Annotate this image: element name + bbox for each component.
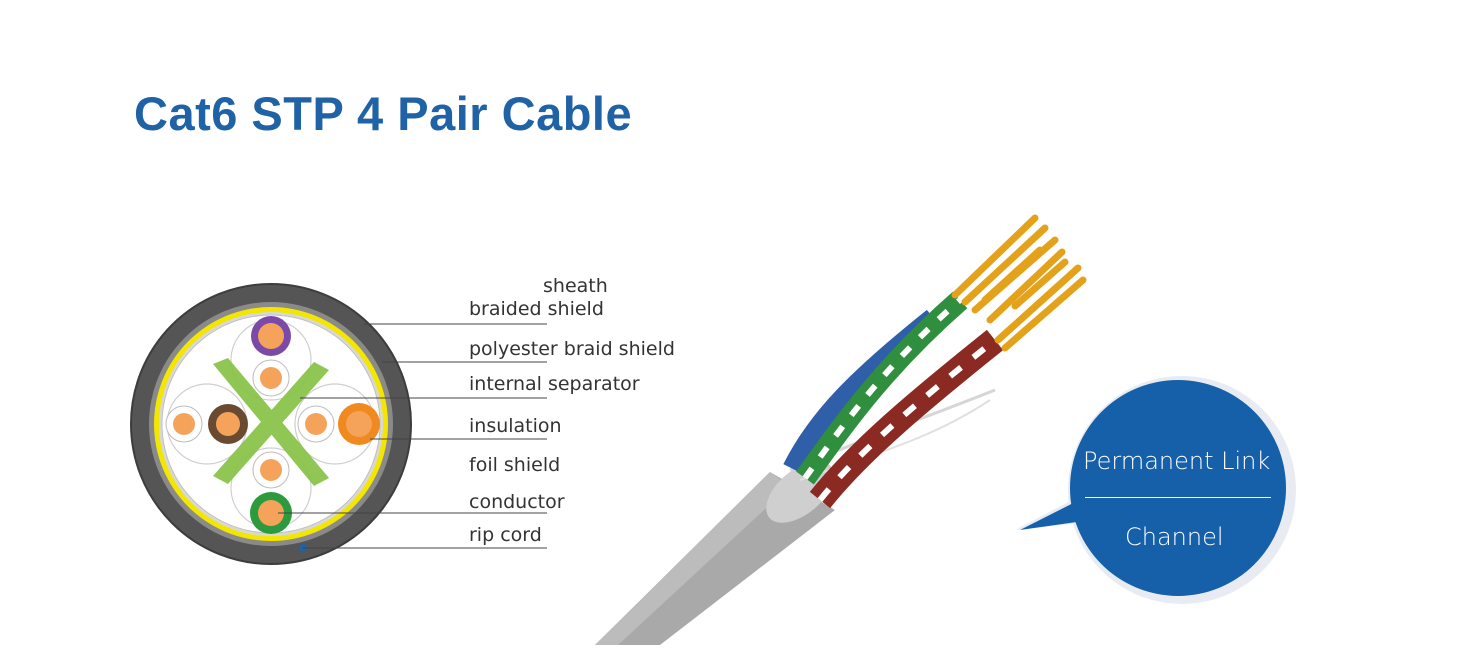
label-foil-shield: foil shield bbox=[469, 454, 561, 476]
label-internal-separator: internal separator bbox=[469, 373, 640, 395]
link-bubble bbox=[1015, 376, 1296, 604]
bubble-label-permanent-link: Permanent Link bbox=[1083, 447, 1271, 475]
label-conductor: conductor bbox=[469, 491, 565, 513]
internal-separator bbox=[213, 358, 329, 486]
cable-illustration bbox=[595, 214, 1087, 645]
label-rip-cord: rip cord bbox=[469, 524, 542, 546]
page-title: Cat6 STP 4 Pair Cable bbox=[134, 87, 633, 140]
label-sheath: sheath bbox=[543, 275, 608, 297]
label-insulation: insulation bbox=[469, 415, 562, 437]
bubble-label-channel: Channel bbox=[1125, 523, 1224, 551]
label-polyester-braid-shield: polyester braid shield bbox=[469, 338, 675, 360]
label-braided-shield: braided shield bbox=[469, 298, 604, 320]
bubble-divider bbox=[1085, 497, 1271, 498]
